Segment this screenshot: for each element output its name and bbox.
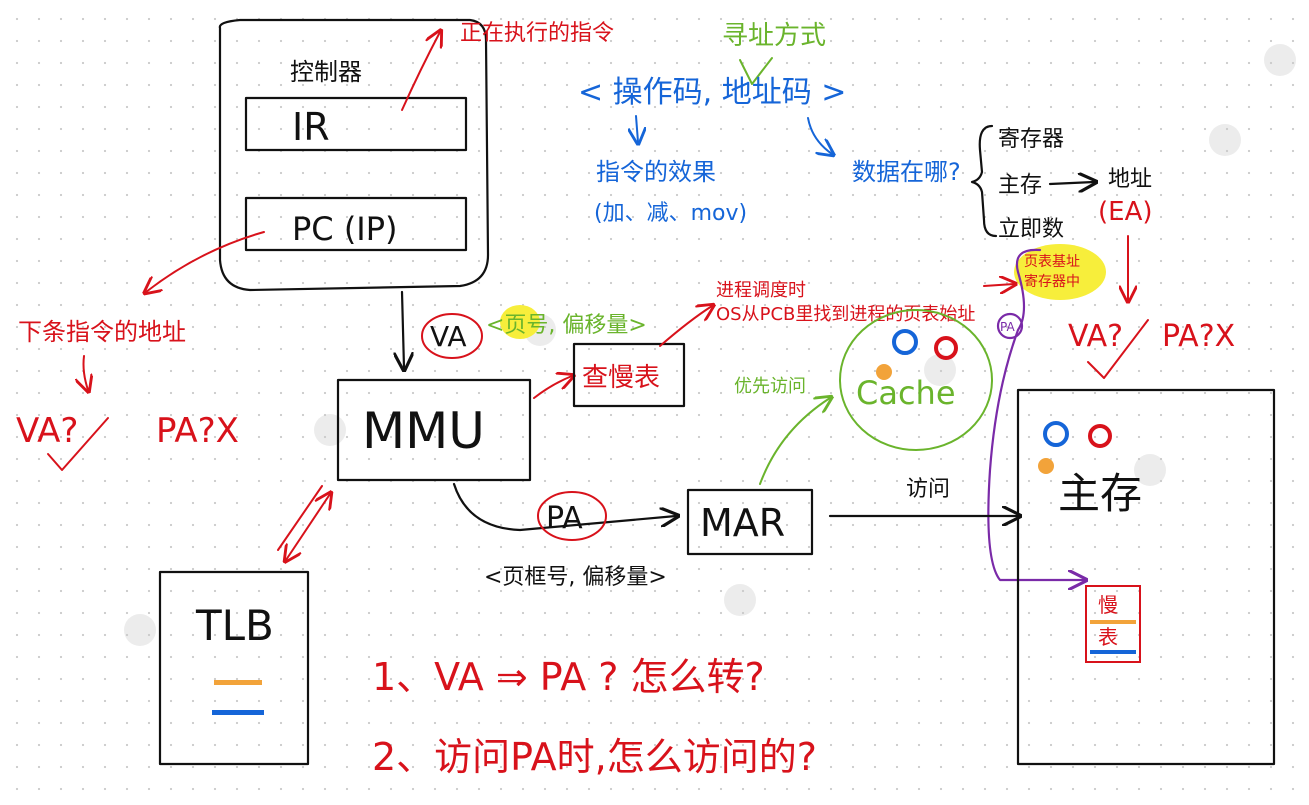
pc-note-arrow — [146, 231, 265, 292]
tlb-box — [158, 570, 310, 766]
tlb-label: TLB — [195, 601, 274, 650]
main-memory-box — [1016, 388, 1276, 766]
va-circle — [421, 313, 483, 359]
page-table-note-line2: OS从PCB里找到进程的页表始址 — [716, 304, 975, 325]
pc-va-check — [47, 417, 109, 471]
addressing-mode-label: 寻址方式 — [722, 21, 826, 51]
watermark-logos — [124, 44, 1296, 646]
main-memory-label: 主存 — [1058, 469, 1142, 518]
pc-label: PC (IP) — [292, 210, 398, 248]
ea-label: (EA) — [1098, 197, 1153, 227]
register-highlight — [1014, 244, 1106, 300]
location-main-memory: 主存 — [998, 173, 1042, 198]
tlb-orange-entry — [214, 680, 262, 685]
ea-va-question: VA? — [1068, 319, 1123, 354]
pc-pa-question: PA?X — [156, 411, 239, 451]
location-immediate: 立即数 — [998, 217, 1064, 242]
page-table-note-arrow — [659, 306, 712, 347]
mar-box — [686, 488, 814, 556]
page-table-box — [572, 342, 686, 408]
cache-orange-block — [876, 364, 892, 380]
address-label: 地址 — [1108, 167, 1152, 192]
memory-orange-block — [1038, 458, 1054, 474]
tlb-blue-entry — [212, 710, 264, 715]
access-label: 访问 — [906, 477, 950, 502]
mmu-tlb-link — [286, 494, 330, 560]
cache-circle — [839, 309, 993, 451]
question-1: 1、VA ⇒ PA ? 怎么转? — [372, 655, 765, 699]
pa-output-label: PA — [546, 501, 583, 536]
slow-table-label: 慢表 — [0, 0, 2, 1]
page-table-note-line1: 进程调度时 — [716, 280, 806, 301]
ir-register — [244, 96, 468, 152]
memory-blue-block — [1043, 421, 1069, 447]
memory-red-block — [1088, 424, 1112, 448]
page-table-register-line1: 页表基址 — [1024, 253, 1080, 270]
slow-table-label-top: 慢 — [1098, 593, 1118, 617]
pc-note: 下条指令的地址 — [18, 318, 186, 346]
opcode-examples: (加、减、mov) — [594, 201, 747, 226]
to-register-arrow — [983, 284, 1014, 286]
pa-tag: PA — [1000, 320, 1015, 334]
mmu-box — [336, 378, 532, 482]
locations-brace — [970, 124, 998, 238]
slow-table-label-bottom: 表 — [1098, 625, 1118, 649]
ea-va-check — [1087, 319, 1149, 379]
opcode-effect: 指令的效果 — [596, 158, 716, 186]
location-register: 寄存器 — [998, 127, 1064, 152]
address-arrow — [1048, 182, 1094, 184]
mmu-to-page-table-arrow — [533, 376, 572, 399]
addressing-mode-arrow — [739, 57, 773, 85]
va-input-label: VA — [430, 320, 467, 353]
controller-box: 控制器 IR PC (IP) — [218, 18, 490, 292]
base-register-to-memory-path — [987, 248, 1084, 580]
address-code-arrow — [807, 117, 832, 154]
controller-title: 控制器 — [290, 58, 362, 86]
controller-to-mmu-arrow — [402, 290, 404, 368]
ir-note-arrow — [401, 32, 440, 111]
ir-note: 正在执行的指令 — [460, 21, 614, 46]
cache-blue-block — [892, 329, 918, 355]
slow-table-blue-entry — [1090, 650, 1136, 654]
pa-tag-circle — [996, 312, 1024, 340]
pc-va-question: VA? — [16, 411, 78, 451]
pa-circle — [537, 491, 607, 541]
page-table-register-line2: 寄存器中 — [1024, 273, 1080, 290]
mmu-tlb-link-2 — [277, 485, 323, 551]
mar-to-cache-arrow — [759, 398, 830, 485]
slow-table-box — [1085, 585, 1141, 663]
pa-format: <页框号, 偏移量> — [484, 565, 667, 590]
cache-label: Cache — [856, 374, 956, 412]
page-table-label: 查慢表 — [582, 363, 660, 393]
pc-note-down-arrow — [84, 355, 89, 390]
question-2: 2、访问PA时,怎么访问的? — [372, 735, 817, 779]
mar-label: MAR — [700, 501, 785, 545]
instruction-format: < 操作码, 地址码 > — [578, 75, 846, 110]
page-number-highlight — [500, 305, 540, 339]
cache-red-block — [934, 336, 958, 360]
va-format: <页号, 偏移量> — [486, 313, 647, 338]
priority-access-note: 优先访问 — [734, 376, 806, 397]
ir-label: IR — [292, 105, 330, 149]
data-where-question: 数据在哪? — [852, 158, 961, 186]
slow-table-orange-entry — [1090, 620, 1136, 624]
mmu-label: MMU — [362, 402, 485, 460]
opcode-arrow — [636, 115, 638, 142]
ea-pa-question: PA?X — [1162, 319, 1235, 354]
pc-register — [244, 196, 468, 252]
mmu-to-mar-arrow — [452, 482, 676, 532]
